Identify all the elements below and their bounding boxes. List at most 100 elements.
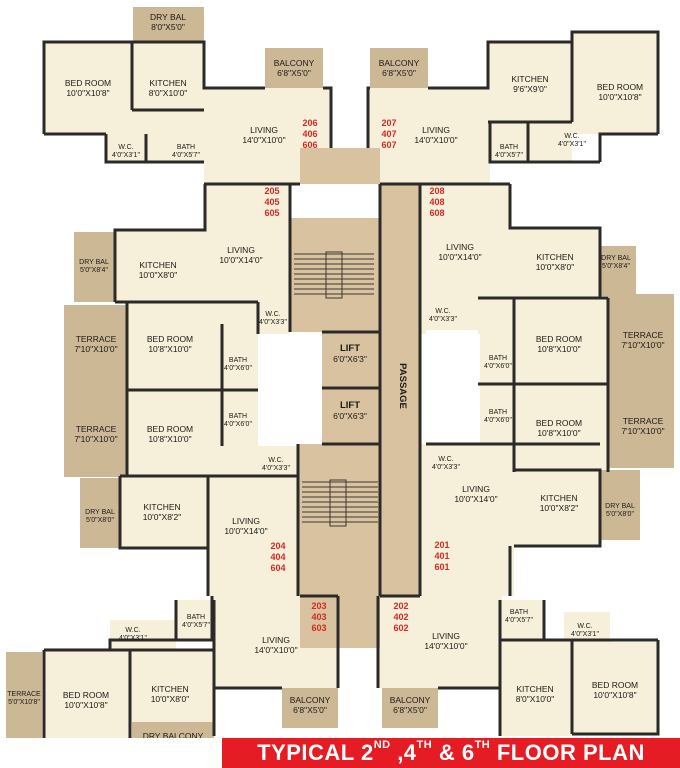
room-name: W.C. xyxy=(435,308,450,315)
room-name: W.C. xyxy=(268,457,283,464)
room-name: KITCHEN xyxy=(516,684,553,694)
room-dimension: 14'0"X10'0" xyxy=(254,645,297,655)
room-dimension: 4'0"X3'3" xyxy=(432,464,460,471)
room-dimension: 10'0"X10'8" xyxy=(66,88,109,98)
stair-top xyxy=(294,251,374,299)
flat-numbers: 2064066062074076072054056052084086082044… xyxy=(264,118,449,633)
room-dimension: 4'0"X3'3" xyxy=(259,319,287,326)
room-name: TERRACE xyxy=(76,424,117,434)
room-name: BATH xyxy=(229,413,247,420)
room-dimension: 10'0"X8'2" xyxy=(540,503,579,513)
room-dimension: 7'10"X10'0" xyxy=(621,426,664,436)
flat-number: 404 xyxy=(270,552,285,562)
room-name: BATH xyxy=(489,355,507,362)
room-dimension: 10'0"X14'0" xyxy=(454,494,497,504)
room-br-wc: W.C.4'0"X3'1" xyxy=(571,623,599,638)
flat-number: 603 xyxy=(311,623,326,633)
room-name: LIVING xyxy=(250,125,278,135)
flat-number: 604 xyxy=(270,563,285,573)
room-name: DRY BAL xyxy=(85,509,115,516)
room-dimension: 5'0"X10'8" xyxy=(8,699,40,706)
room-name: W.C. xyxy=(125,627,140,634)
room-dimension: 4'0"X3'3" xyxy=(429,316,457,323)
lift-2-dim: 6'0"X6'3" xyxy=(333,411,367,421)
room-dimension: 10'0"X14'0" xyxy=(224,526,267,536)
room-dimension: 10'0"X8'2" xyxy=(143,512,182,522)
room-dimension: 10'8"X10'0" xyxy=(148,434,191,444)
flat-number: 601 xyxy=(434,562,449,572)
room-name: TERRACE xyxy=(7,691,41,698)
room-dimension: 8'0"X5'0" xyxy=(151,22,185,32)
room-name: BATH xyxy=(500,144,518,151)
title-sup-2: TH xyxy=(416,739,433,751)
room-dimension: 8'0"X10'0" xyxy=(516,694,555,704)
flat-number: 408 xyxy=(429,197,444,207)
room-name: BATH xyxy=(187,614,205,621)
room-name: BATH xyxy=(229,357,247,364)
room-dimension: 4'0"X3'1" xyxy=(112,152,140,159)
room-dimension: 6'8"X5'0" xyxy=(382,68,416,78)
flat-number: 205 xyxy=(264,186,279,196)
room-name: BED ROOM xyxy=(63,690,109,700)
flat-number: 605 xyxy=(264,208,279,218)
room-name: LIVING xyxy=(227,245,255,255)
room-bl-wc: W.C.4'0"X3'1" xyxy=(119,627,147,642)
room-dimension: 4'0"X3'3" xyxy=(262,465,290,472)
room-dimension: 6'8"X5'0" xyxy=(393,705,427,715)
room-name: W.C. xyxy=(118,144,133,151)
room-dimension: 10'0"X14'0" xyxy=(438,252,481,262)
room-name: BALCONY xyxy=(390,695,431,705)
room-dimension: 5'0"X8'4" xyxy=(602,263,630,270)
room-dimension: 7'10"X10'0" xyxy=(74,344,117,354)
flat-number: 602 xyxy=(393,623,408,633)
room-name: W.C. xyxy=(265,311,280,318)
room-name: LIVING xyxy=(422,125,450,135)
flat-number: 405 xyxy=(264,197,279,207)
room-dimension: 5'0"X8'4" xyxy=(80,267,108,274)
room-name: W.C. xyxy=(577,623,592,630)
room-name: DRY BAL xyxy=(79,259,109,266)
room-dimension: 4'0"X3'1" xyxy=(558,141,586,148)
room-name: KITCHEN xyxy=(143,502,180,512)
flat-number: 406 xyxy=(302,129,317,139)
room-dimension: 6'8"X5'0" xyxy=(277,68,311,78)
title-sup-1: ND xyxy=(373,739,391,751)
room-name: BED ROOM xyxy=(147,334,193,344)
room-dimension: 4'0"X5'7" xyxy=(172,152,200,159)
flat-number: 204 xyxy=(270,541,285,551)
room-dimension: 10'8"X10'0" xyxy=(148,344,191,354)
room-dimension: 4'0"X6'0" xyxy=(484,417,512,424)
room-mr-wc2: W.C.4'0"X3'3" xyxy=(432,456,460,471)
flat-number: 607 xyxy=(381,140,396,150)
room-dimension: 10'8"X10'0" xyxy=(537,344,580,354)
flat-number: 606 xyxy=(302,140,317,150)
room-name: BATH xyxy=(489,409,507,416)
title-mid-2: & 6 xyxy=(432,740,475,765)
room-name: W.C. xyxy=(564,133,579,140)
room-dimension: 14'0"X10'0" xyxy=(242,135,285,145)
room-name: BATH xyxy=(177,144,195,151)
room-name: LIVING xyxy=(262,635,290,645)
room-name: BATH xyxy=(510,609,528,616)
